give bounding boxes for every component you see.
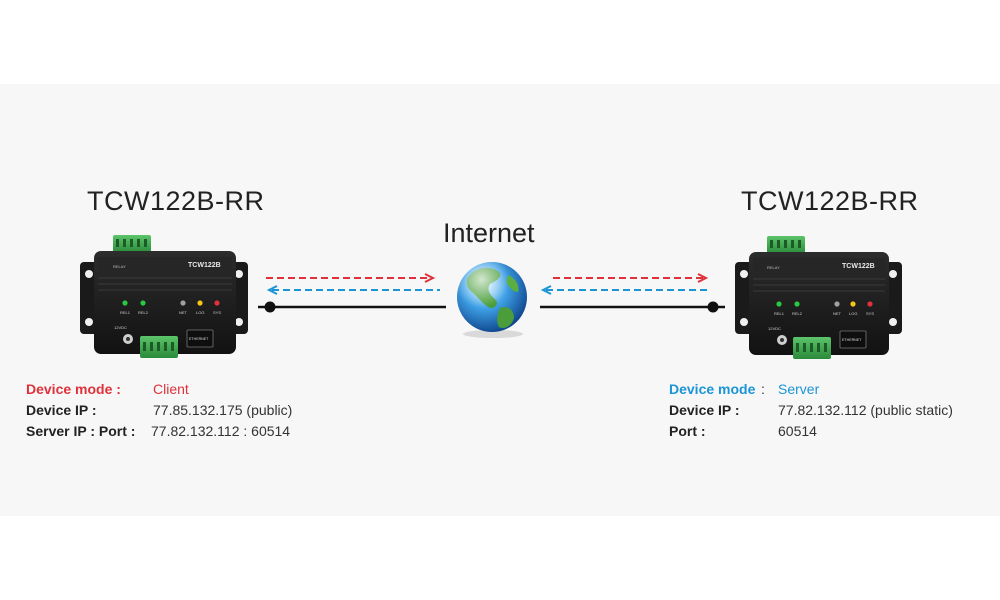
info-row-server: Server IP : Port : 77.82.132.112 : 60514 [26,421,356,442]
led-net [180,300,186,306]
led-label: NET [179,310,188,315]
globe-icon [457,262,527,338]
left-device-title: TCW122B-RR [87,186,265,216]
led-label: LOG [196,310,204,315]
internet-label: Internet [443,218,535,248]
info-row-port: Port : 60514 [669,421,999,442]
device-mode-colon: : [761,381,765,397]
left-connection-node [264,301,276,313]
left-client-arrow [266,273,436,283]
led-net [834,301,840,307]
mount-ear-left [735,262,753,334]
device-mode-value: Server [778,381,820,397]
info-row-mode: Device mode : Client [26,379,356,400]
relay-label: RELAY [113,264,126,269]
left-device: TCW122B RELAY REL1 REL2 NET LOG SYS 12VD… [80,235,248,358]
info-row-ip: Device IP : 77.82.132.112 (public static… [669,400,999,421]
port-value: 60514 [778,423,817,439]
device-ip-value: 77.85.132.175 (public) [153,402,293,418]
left-device-info: Device mode : Client Device IP : 77.85.1… [26,379,356,442]
right-connection-node [707,301,719,313]
ethernet-label: ETHERNET [189,337,209,341]
led-rel2 [794,301,800,307]
led-label: REL1 [774,311,785,316]
device-ip-key: Device IP : [669,402,740,418]
led-label: NET [833,311,842,316]
led-label: SYS [866,311,874,316]
ethernet-label: ETHERNET [842,338,862,342]
led-label: REL2 [138,310,149,315]
ethernet-port [839,330,867,349]
device-mode-key: Device mode [669,381,756,397]
device-mode-value: Client [153,381,189,397]
led-sys [214,300,220,306]
led-label: REL1 [120,310,131,315]
left-server-arrow [266,285,440,295]
led-rel1 [122,300,128,306]
device-ip-key: Device IP : [26,402,97,418]
power-label: 12VDC [768,326,781,331]
info-row-mode: Device mode : Server [669,379,999,400]
led-log [197,300,203,306]
port-key: Port : [669,423,706,439]
right-device-info: Device mode : Server Device IP : 77.82.1… [669,379,999,442]
right-device-title: TCW122B-RR [741,186,919,216]
server-ip-port-value: 77.82.132.112 : 60514 [151,423,291,439]
server-ip-port-key: Server IP : Port : [26,423,136,439]
ethernet-port [186,329,214,348]
device-body [749,252,889,355]
mount-ear-left [80,262,98,334]
right-device: TCW122B RELAY REL1 REL2 NET LOG SYS 12VD… [735,236,902,359]
led-sys [867,301,873,307]
led-label: REL2 [792,311,803,316]
led-rel2 [140,300,146,306]
panel-model-label: TCW122B [188,262,221,269]
device-ip-value: 77.82.132.112 (public static) [778,402,953,418]
right-client-arrow [553,273,709,283]
info-row-ip: Device IP : 77.85.132.175 (public) [26,400,356,421]
led-label: LOG [849,311,857,316]
device-body [94,251,236,354]
led-label: SYS [213,310,221,315]
power-label: 12VDC [114,325,127,330]
panel-model-label: TCW122B [842,263,875,270]
relay-label: RELAY [767,265,780,270]
right-server-arrow [540,285,710,295]
led-log [850,301,856,307]
led-rel1 [776,301,782,307]
device-mode-key: Device mode : [26,381,121,397]
